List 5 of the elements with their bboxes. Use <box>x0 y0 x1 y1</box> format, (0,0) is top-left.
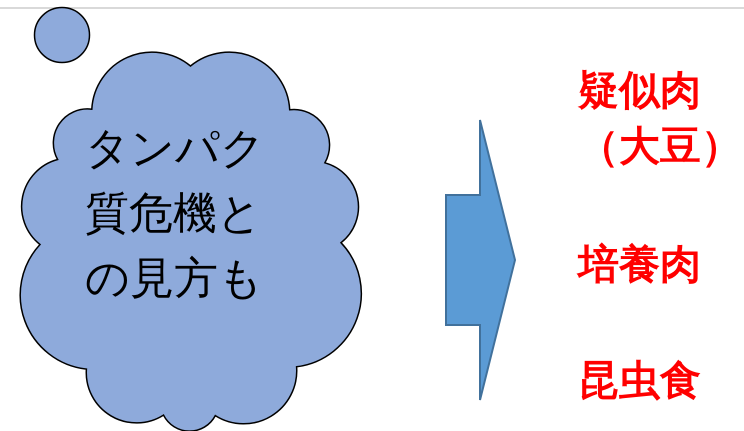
cloud-text: タンパク質危機との見方も <box>85 122 266 306</box>
result-text: 疑似肉（大豆） <box>578 65 742 172</box>
result-text: 昆虫食 <box>578 355 702 406</box>
block-arrow <box>445 119 516 401</box>
result-text: 培養肉 <box>578 239 702 290</box>
